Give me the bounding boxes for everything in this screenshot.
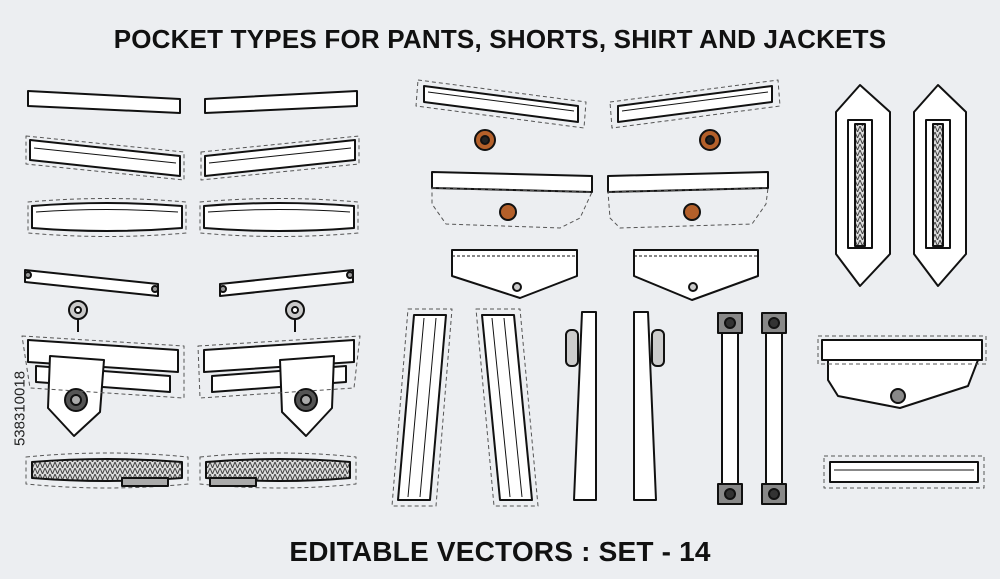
zipper-pocket-icon bbox=[25, 452, 357, 489]
welt-pocket-icon bbox=[27, 198, 359, 237]
welt-pocket-icon bbox=[415, 79, 781, 129]
button-icon bbox=[68, 300, 305, 332]
snap-tab-icon bbox=[717, 312, 787, 505]
page-title: POCKET TYPES FOR PANTS, SHORTS, SHIRT AN… bbox=[113, 24, 887, 54]
welt-pocket-icon bbox=[431, 171, 769, 229]
flap-pocket-icon bbox=[451, 249, 759, 301]
footer-caption: EDITABLE VECTORS : SET - 14 bbox=[289, 536, 711, 567]
zipper-pocket-icon bbox=[565, 311, 665, 501]
zipper-pocket-icon bbox=[835, 84, 967, 287]
welt-pocket-icon bbox=[391, 308, 539, 507]
flap-pocket-icon bbox=[817, 335, 987, 409]
welt-pocket-icon bbox=[25, 135, 360, 181]
welt-pocket-icon bbox=[823, 455, 985, 489]
flap-pocket-icon bbox=[21, 335, 361, 437]
welt-pocket-icon bbox=[27, 90, 358, 114]
welt-pocket-icon bbox=[24, 269, 354, 297]
button-icon bbox=[474, 129, 721, 151]
